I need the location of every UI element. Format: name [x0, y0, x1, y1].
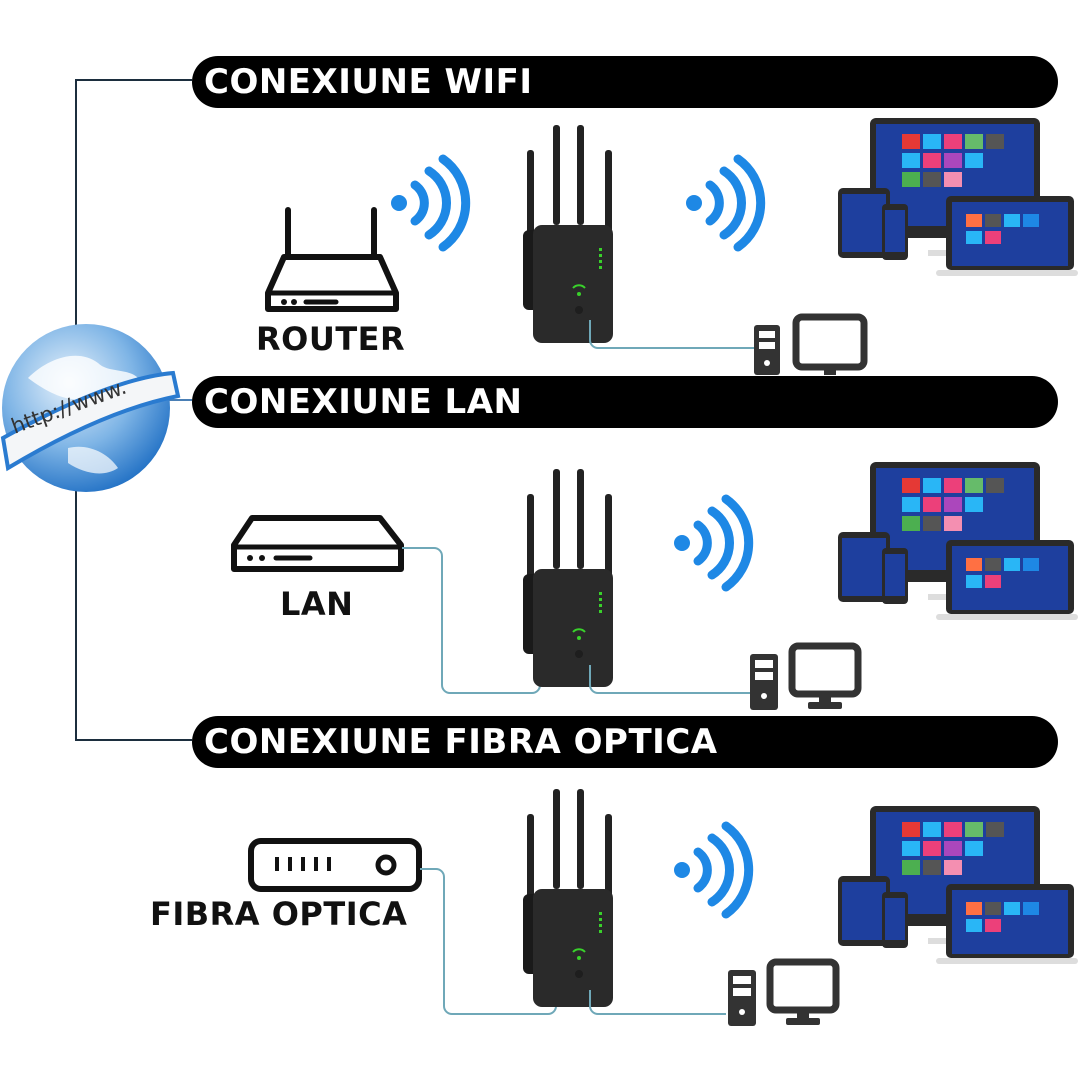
cable-link [589, 320, 756, 349]
devices-icon [838, 462, 1078, 620]
cable-link [589, 990, 726, 1015]
cable-link [420, 868, 557, 1015]
devices-icon [838, 118, 1078, 276]
wifi-signal-icon [391, 154, 471, 252]
banner-fiber: CONEXIUNE FIBRA OPTICA [192, 716, 1058, 768]
globe-icon: http://www. [0, 318, 181, 498]
banner-lan: CONEXIUNE LAN [192, 376, 1058, 428]
lan-label: LAN [280, 585, 354, 623]
wifi-extender-icon [523, 125, 613, 343]
cable-link [589, 665, 750, 694]
cable-link [402, 547, 541, 694]
desktop-pc-icon [754, 313, 868, 375]
fiber-modem-icon [248, 838, 422, 892]
banner-wifi: CONEXIUNE WIFI [192, 56, 1058, 108]
wifi-signal-icon [686, 154, 766, 252]
desktop-pc-icon [750, 642, 862, 710]
desktop-pc-icon [728, 958, 840, 1026]
router-icon [265, 207, 399, 312]
wifi-extender-icon [523, 469, 613, 687]
lan-switch-icon [231, 515, 404, 572]
router-label: ROUTER [256, 320, 406, 358]
devices-icon [838, 806, 1078, 964]
fiber-label: FIBRA OPTICA [150, 895, 408, 933]
wifi-signal-icon [674, 494, 754, 592]
wifi-signal-icon [674, 821, 754, 919]
wifi-extender-icon [523, 789, 613, 1007]
